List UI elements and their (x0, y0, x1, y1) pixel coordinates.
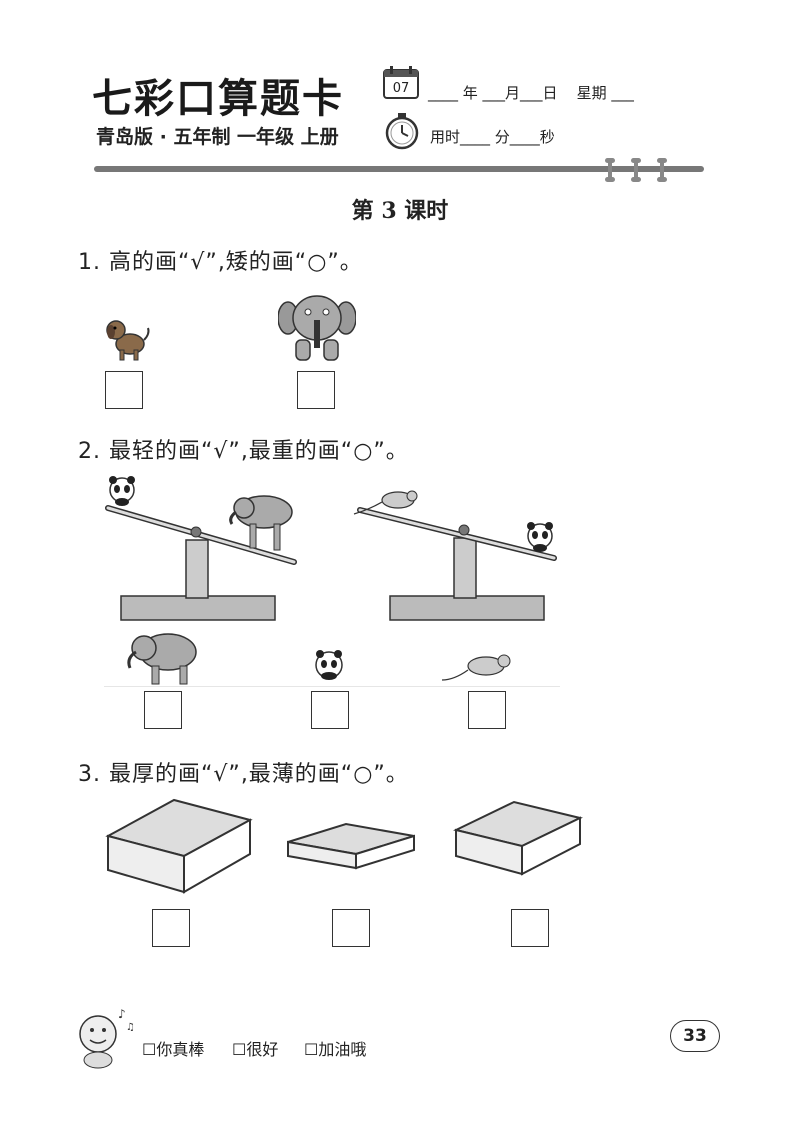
rating-label: 加油哦 (318, 1040, 367, 1059)
edition-label: 青岛版 · 五年制 一年级 上册 (96, 126, 339, 148)
rating-label: 你真棒 (156, 1040, 205, 1059)
lesson-title: 第 3 课时 (351, 198, 449, 224)
rating-option-2[interactable]: ☐很好 (232, 1036, 278, 1060)
row-divider (104, 686, 560, 687)
question-text: 最轻的画“√”,最重的画“○”。 (109, 439, 409, 464)
calendar-icon: 07 (382, 66, 420, 104)
seesaw-scene-2 (350, 480, 560, 629)
answer-box-elephant[interactable] (297, 371, 335, 409)
svg-text:♫: ♫ (126, 1022, 135, 1033)
divider-pin (631, 158, 641, 182)
answer-box-panda[interactable] (311, 691, 349, 729)
book-icon-medium (452, 800, 584, 882)
rating-label: 很好 (246, 1040, 279, 1059)
date-line: ____ 年 ___月___日 星期 ___ (428, 84, 634, 102)
answer-box-medium-book[interactable] (511, 909, 549, 947)
elephant-icon (122, 624, 202, 690)
brand-title: 七彩口算题卡 (92, 75, 344, 122)
mouse-icon (353, 490, 418, 515)
elephant-icon (229, 495, 293, 551)
book-icon-thin (284, 822, 418, 874)
divider-pin (657, 158, 667, 182)
checkbox-icon: ☐ (142, 1040, 157, 1059)
question-text: 最厚的画“√”,最薄的画“○”。 (109, 762, 409, 787)
panda-icon (312, 648, 346, 686)
header-divider (94, 166, 704, 172)
panda-icon (109, 476, 135, 506)
mouse-icon (440, 646, 520, 690)
question-3: 3. 最厚的画“√”,最薄的画“○”。 (78, 756, 409, 788)
panda-icon (527, 522, 553, 552)
elephant-icon (277, 290, 357, 366)
divider-pin (605, 158, 615, 182)
checkbox-icon: ☐ (304, 1040, 319, 1059)
book-icon-thick (104, 798, 254, 900)
calendar-day: 07 (393, 81, 410, 96)
question-1: 1. 高的画“√”,矮的画“○”。 (78, 244, 363, 276)
seesaw-scene-1 (104, 474, 304, 628)
answer-box-thin-book[interactable] (332, 909, 370, 947)
answer-box-dog[interactable] (105, 371, 143, 409)
question-number: 1. (78, 250, 101, 275)
question-number: 2. (78, 439, 101, 464)
dog-icon (100, 310, 152, 366)
rating-option-1[interactable]: ☐你真棒 (142, 1036, 204, 1060)
answer-box-mouse[interactable] (468, 691, 506, 729)
question-number: 3. (78, 762, 101, 787)
time-line: 用时____ 分____秒 (430, 128, 555, 146)
rating-option-3[interactable]: ☐加油哦 (304, 1036, 366, 1060)
answer-box-elephant[interactable] (144, 691, 182, 729)
question-2: 2. 最轻的画“√”,最重的画“○”。 (78, 433, 409, 465)
svg-text:♪: ♪ (118, 1007, 126, 1021)
page-number: 33 (670, 1020, 720, 1052)
answer-box-thick-book[interactable] (152, 909, 190, 947)
mascot-icon: ♪ ♫ (72, 1004, 136, 1074)
checkbox-icon: ☐ (232, 1040, 247, 1059)
clock-icon (384, 112, 420, 154)
question-text: 高的画“√”,矮的画“○”。 (109, 250, 363, 275)
